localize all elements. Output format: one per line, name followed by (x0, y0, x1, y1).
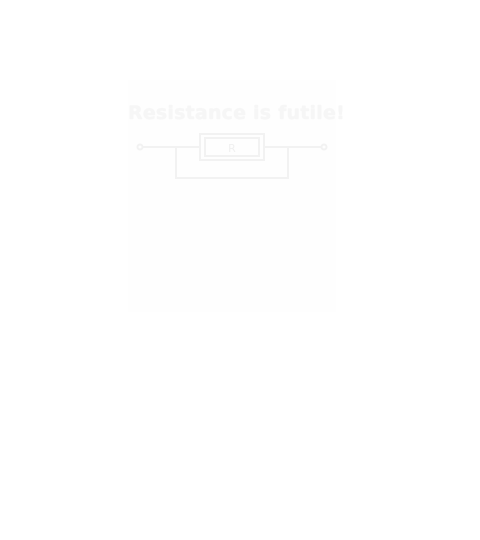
poster-graphic: Resistance is futile! R (128, 80, 345, 312)
resistor-label: R (228, 142, 236, 155)
left-terminal (136, 143, 144, 151)
bypass-wire (175, 147, 289, 179)
resistor-inner (204, 137, 260, 157)
resistor-circuit-diagram: R (136, 133, 328, 179)
right-terminal (320, 143, 328, 151)
graphic-title: Resistance is futile! (128, 102, 345, 124)
